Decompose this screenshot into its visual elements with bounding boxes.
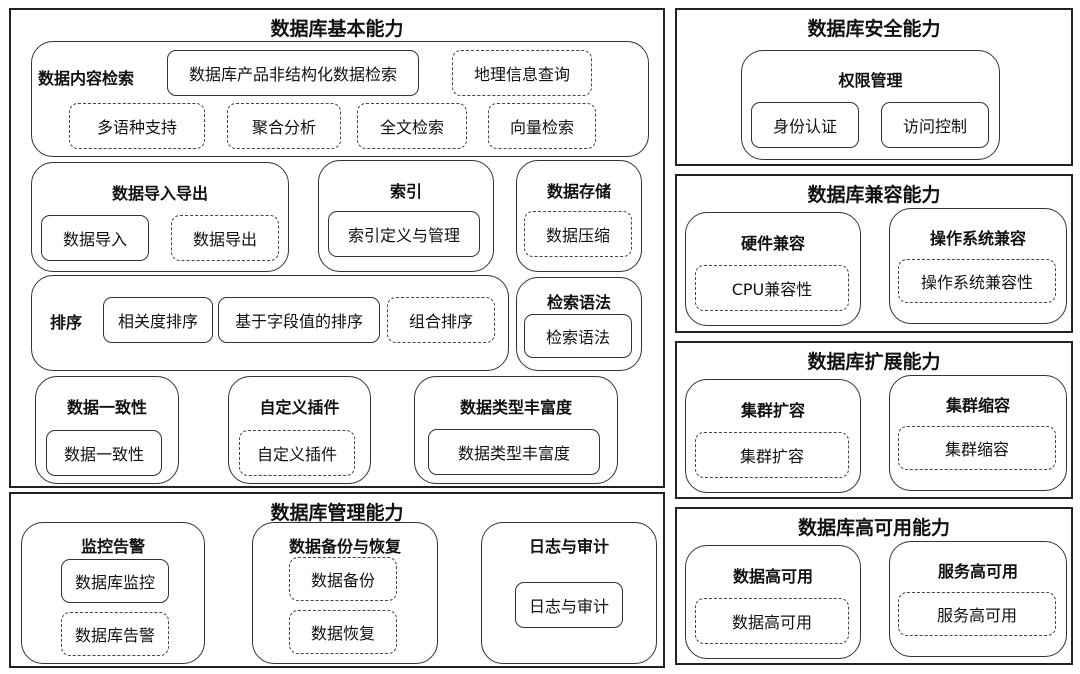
item-custom-plugin: 自定义插件 [239,430,355,476]
item-scale-out: 集群扩容 [695,432,849,478]
item-data-consistency: 数据一致性 [46,430,162,476]
item-authentication: 身份认证 [751,102,859,148]
item-data-backup: 数据备份 [289,557,397,601]
item-unstructured-search: 数据库产品非结构化数据检索 [167,50,419,96]
group-label: 数据内容检索 [38,69,135,88]
panel-security-capability: 数据库安全能力 权限管理 身份认证 访问控制 [675,8,1073,166]
item-service-ha: 服务高可用 [898,592,1056,636]
item-relevance-sort: 相关度排序 [103,297,213,343]
group-label: 数据备份与恢复 [288,537,401,556]
item-data-type-richness: 数据类型丰富度 [428,429,600,475]
item-db-monitor: 数据库监控 [61,559,169,603]
group-label: 排序 [50,313,83,332]
panel-basic-capability: 数据库基本能力 数据内容检索 数据库产品非结构化数据检索 地理信息查询 多语种支… [9,8,665,488]
group-index: 索引 索引定义与管理 [318,160,494,272]
panel-title: 数据库管理能力 [270,502,404,524]
group-import-export: 数据导入导出 数据导入 数据导出 [31,162,289,272]
item-os-compat: 操作系统兼容性 [898,259,1056,303]
panel-title: 数据库基本能力 [270,18,404,40]
group-scale-out: 集群扩容 集群扩容 [685,379,861,493]
group-permission: 权限管理 身份认证 访问控制 [741,50,1000,160]
group-label: 集群扩容 [740,401,805,420]
item-fulltext: 全文检索 [357,103,467,149]
panel-management-capability: 数据库管理能力 监控告警 数据库监控 数据库告警 数据备份与恢复 数据备份 数据… [9,492,665,668]
group-storage: 数据存储 数据压缩 [516,160,642,272]
item-scale-in: 集群缩容 [898,426,1056,470]
group-label: 服务高可用 [937,562,1018,581]
item-index-management: 索引定义与管理 [328,211,480,257]
panel-title: 数据库兼容能力 [807,184,941,206]
panel-ha-capability: 数据库高可用能力 数据高可用 数据高可用 服务高可用 服务高可用 [675,507,1073,665]
group-content-search: 数据内容检索 数据库产品非结构化数据检索 地理信息查询 多语种支持 聚合分析 全… [31,41,649,157]
item-field-sort: 基于字段值的排序 [218,297,380,343]
group-backup-restore: 数据备份与恢复 数据备份 数据恢复 [252,522,438,664]
group-scale-in: 集群缩容 集群缩容 [889,375,1067,491]
group-label: 自定义插件 [259,398,340,417]
group-log-audit: 日志与审计 日志与审计 [481,522,657,664]
group-label: 数据类型丰富度 [459,398,572,417]
item-db-alert: 数据库告警 [61,612,169,656]
group-custom-plugin: 自定义插件 自定义插件 [228,376,371,484]
item-vector-search: 向量检索 [488,103,596,149]
group-query-syntax: 检索语法 检索语法 [516,277,642,371]
group-label: 数据高可用 [732,567,813,586]
group-label: 数据导入导出 [111,184,208,203]
panel-title: 数据库扩展能力 [807,351,941,373]
group-service-ha: 服务高可用 服务高可用 [889,541,1067,657]
group-label: 硬件兼容 [740,234,805,253]
item-log-audit: 日志与审计 [515,582,623,628]
panel-compatibility-capability: 数据库兼容能力 硬件兼容 CPU兼容性 操作系统兼容 操作系统兼容性 [675,174,1073,333]
group-os-compat: 操作系统兼容 操作系统兼容性 [889,208,1067,324]
group-data-ha: 数据高可用 数据高可用 [685,545,861,659]
group-label: 集群缩容 [945,396,1010,415]
item-aggregation: 聚合分析 [227,103,341,149]
item-data-compression: 数据压缩 [524,211,632,257]
group-sort: 排序 相关度排序 基于字段值的排序 组合排序 [31,275,509,371]
item-data-import: 数据导入 [41,215,149,261]
group-label: 数据一致性 [66,398,147,417]
group-data-types: 数据类型丰富度 数据类型丰富度 [414,376,618,484]
group-label: 操作系统兼容 [929,229,1026,248]
item-cpu-compat: CPU兼容性 [695,265,849,311]
group-label: 数据存储 [546,182,611,201]
group-label: 监控告警 [80,537,145,556]
item-combined-sort: 组合排序 [387,297,495,343]
group-label: 日志与审计 [528,537,609,556]
group-hardware-compat: 硬件兼容 CPU兼容性 [685,212,861,326]
item-data-restore: 数据恢复 [289,610,397,654]
panel-title: 数据库高可用能力 [797,517,950,539]
item-data-ha: 数据高可用 [695,598,849,644]
group-label: 权限管理 [838,71,903,90]
item-geo-query: 地理信息查询 [452,50,592,96]
group-label: 检索语法 [546,293,611,312]
item-access-control: 访问控制 [881,102,989,148]
item-data-export: 数据导出 [171,215,279,261]
group-label: 索引 [389,182,422,201]
group-monitor-alert: 监控告警 数据库监控 数据库告警 [21,522,205,664]
panel-title: 数据库安全能力 [807,18,941,40]
group-consistency: 数据一致性 数据一致性 [35,376,179,484]
item-multilang: 多语种支持 [69,103,205,149]
item-query-syntax: 检索语法 [524,314,632,358]
panel-scalability-capability: 数据库扩展能力 集群扩容 集群扩容 集群缩容 集群缩容 [675,341,1073,499]
